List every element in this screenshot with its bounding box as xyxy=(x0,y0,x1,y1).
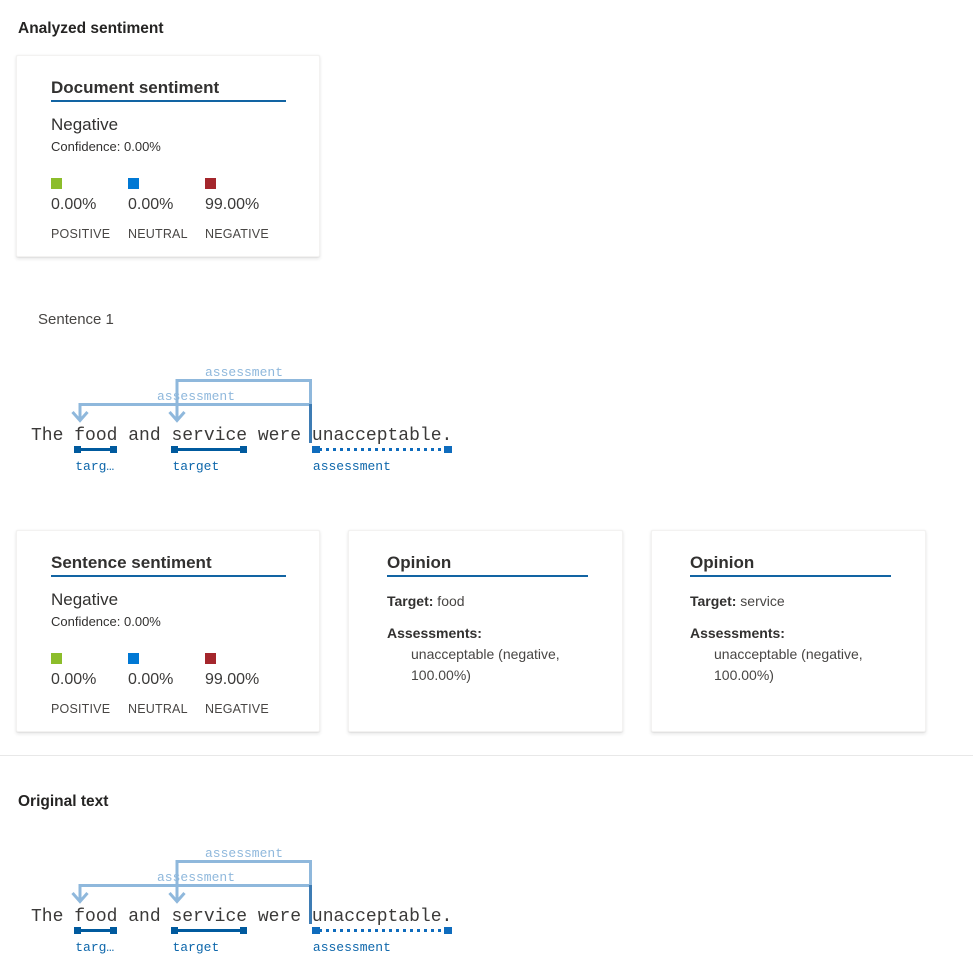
negative-score-label: NEGATIVE xyxy=(205,702,269,716)
assessment-token-unacceptable[interactable]: unacceptable.assessment xyxy=(311,426,453,474)
assessment-relation-label-top: assessment xyxy=(204,365,284,380)
document-sentiment-confidence: Confidence: 0.00% xyxy=(51,139,161,154)
positive-score-column: 0.00% POSITIVE xyxy=(51,178,117,242)
sentence-text: and xyxy=(117,426,172,446)
analyzed-sentiment-heading: Analyzed sentiment xyxy=(18,20,164,37)
opinion-target-row: Target: service xyxy=(690,593,891,610)
target-label: Target: xyxy=(387,593,434,609)
opinion-relation-brackets xyxy=(71,860,312,924)
target-value: service xyxy=(736,593,785,609)
positive-score-column: 0.00% POSITIVE xyxy=(51,653,117,717)
neutral-score-label: NEUTRAL xyxy=(128,702,188,716)
document-sentiment-card: Document sentiment Negative Confidence: … xyxy=(16,55,320,257)
target-token-label: target xyxy=(172,459,220,474)
positive-score-label: POSITIVE xyxy=(51,227,111,241)
assessment-underline xyxy=(311,927,453,934)
neutral-color-swatch xyxy=(128,653,139,664)
opinion-target-row: Target: food xyxy=(387,593,588,610)
negative-score-value: 99.00% xyxy=(205,196,260,213)
sentence-sentiment-scores: 0.00% POSITIVE 0.00% NEUTRAL 99.00% NEGA… xyxy=(51,653,286,717)
sentence-sentiment-value: Negative xyxy=(51,590,119,609)
sentence-sentiment-title: Sentence sentiment xyxy=(51,552,286,577)
assessment-relation-label-lower: assessment xyxy=(156,389,236,404)
assessment-token-label: assessment xyxy=(312,940,391,955)
assessments-label: Assessments: xyxy=(690,625,785,641)
neutral-score-value: 0.00% xyxy=(128,671,174,688)
negative-score-column: 99.00% NEGATIVE xyxy=(205,653,271,717)
document-sentiment-value: Negative xyxy=(51,115,119,134)
target-token-label: targ… xyxy=(75,940,115,955)
neutral-score-value: 0.00% xyxy=(128,196,174,213)
assessment-value: unacceptable (negative, 100.00%) xyxy=(714,646,863,683)
sentence-text: were xyxy=(247,907,312,927)
opinion-title: Opinion xyxy=(387,552,588,577)
sentence-text: The xyxy=(31,907,75,927)
target-underline xyxy=(74,927,118,934)
target-underline xyxy=(74,446,118,453)
assessment-relation-label-top: assessment xyxy=(204,846,284,861)
positive-score-label: POSITIVE xyxy=(51,702,111,716)
negative-color-swatch xyxy=(205,178,216,189)
target-underline xyxy=(171,446,248,453)
target-label: Target: xyxy=(690,593,737,609)
sentence-1-label: Sentence 1 xyxy=(38,311,114,328)
positive-color-swatch xyxy=(51,178,62,189)
document-sentiment-scores: 0.00% POSITIVE 0.00% NEUTRAL 99.00% NEGA… xyxy=(51,178,286,242)
document-sentiment-title: Document sentiment xyxy=(51,77,286,102)
opinion-card-service: Opinion Target: service Assessments: una… xyxy=(651,530,926,732)
opinion-card-food: Opinion Target: food Assessments: unacce… xyxy=(348,530,623,732)
assessment-underline xyxy=(311,446,453,453)
sentence-sentiment-card: Sentence sentiment Negative Confidence: … xyxy=(16,530,320,732)
sentence-text: and xyxy=(117,907,172,927)
sentence-sentiment-confidence: Confidence: 0.00% xyxy=(51,614,161,629)
assessment-token-unacceptable[interactable]: unacceptable.assessment xyxy=(311,907,453,955)
negative-score-column: 99.00% NEGATIVE xyxy=(205,178,271,242)
assessment-token-label: assessment xyxy=(312,459,391,474)
target-value: food xyxy=(433,593,465,609)
target-token-label: targ… xyxy=(75,459,115,474)
negative-score-value: 99.00% xyxy=(205,671,260,688)
neutral-score-column: 0.00% NEUTRAL xyxy=(128,178,194,242)
original-text-heading: Original text xyxy=(18,793,109,810)
neutral-score-label: NEUTRAL xyxy=(128,227,188,241)
neutral-score-column: 0.00% NEUTRAL xyxy=(128,653,194,717)
assessments-label: Assessments: xyxy=(387,625,482,641)
positive-color-swatch xyxy=(51,653,62,664)
opinion-relation-brackets xyxy=(71,379,312,443)
section-divider xyxy=(0,755,973,756)
sentence-cards-row: Sentence sentiment Negative Confidence: … xyxy=(16,530,973,732)
negative-score-label: NEGATIVE xyxy=(205,227,269,241)
positive-score-value: 0.00% xyxy=(51,671,97,688)
neutral-color-swatch xyxy=(128,178,139,189)
sentence-text: were xyxy=(247,426,312,446)
negative-color-swatch xyxy=(205,653,216,664)
assessment-value: unacceptable (negative, 100.00%) xyxy=(411,646,560,683)
opinion-title: Opinion xyxy=(690,552,891,577)
sentence-text: The xyxy=(31,426,75,446)
target-token-label: target xyxy=(172,940,220,955)
target-underline xyxy=(171,927,248,934)
assessment-relation-label-lower: assessment xyxy=(156,870,236,885)
positive-score-value: 0.00% xyxy=(51,196,97,213)
